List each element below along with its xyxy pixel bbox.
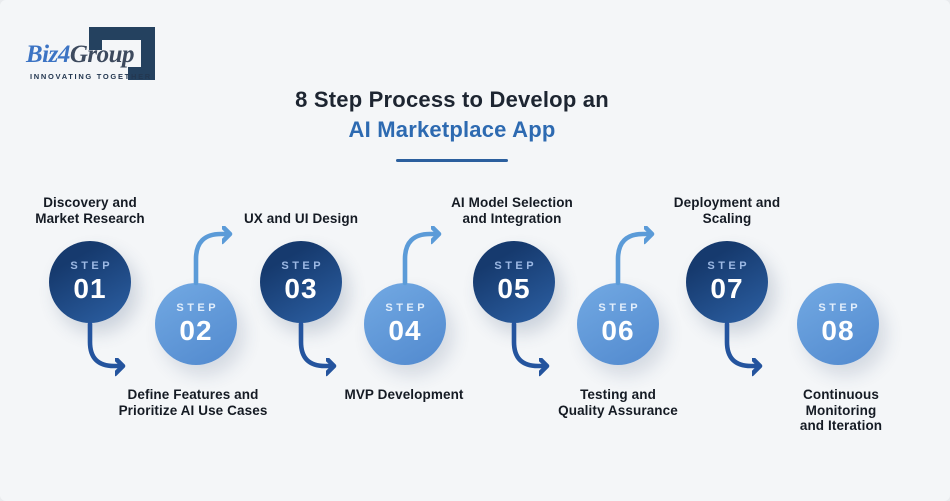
step-word: STEP — [281, 259, 325, 272]
step-word: STEP — [818, 301, 862, 314]
connector-arrow-down — [298, 321, 358, 377]
step-circle: STEP 03 — [260, 241, 342, 323]
title-line2: AI Marketplace App — [348, 117, 556, 142]
step-word: STEP — [176, 301, 220, 314]
step-label: UX and UI Design — [243, 210, 359, 226]
connector-arrow-up — [193, 224, 255, 286]
step-label: MVP Development — [344, 387, 464, 402]
step-label: Define Features and Prioritize AI Use Ca… — [118, 387, 268, 418]
step-circle: STEP 06 — [577, 283, 659, 365]
logo-wordmark-dark: Group — [69, 41, 135, 68]
step-label: Deployment and Scaling — [673, 195, 781, 226]
step-word: STEP — [494, 259, 538, 272]
step-word: STEP — [707, 259, 751, 272]
logo-tagline: INNOVATING TOGETHER — [30, 72, 152, 81]
connector-arrow-up — [402, 224, 464, 286]
connector-arrow-down — [724, 321, 784, 377]
step-circle: STEP 07 — [686, 241, 768, 323]
connector-arrow-up — [615, 224, 677, 286]
title-underline — [396, 159, 508, 162]
step-number: 02 — [179, 314, 213, 346]
step-number: 04 — [388, 314, 422, 346]
step-circle: STEP 05 — [473, 241, 555, 323]
step-label: Continuous Monitoring and Iteration — [799, 387, 883, 433]
logo-wordmark-blue: Biz4 — [26, 41, 70, 68]
step-number: 08 — [821, 314, 855, 346]
step-circle: STEP 02 — [155, 283, 237, 365]
step-word: STEP — [70, 259, 114, 272]
connector-arrow-down — [511, 321, 571, 377]
step-word: STEP — [598, 301, 642, 314]
step-number: 03 — [284, 272, 318, 304]
connector-arrow-down — [87, 321, 147, 377]
step-number: 05 — [497, 272, 531, 304]
step-number: 01 — [73, 272, 107, 304]
step-label: AI Model Selection and Integration — [451, 195, 573, 226]
step-number: 07 — [710, 272, 744, 304]
page-title: 8 Step Process to Develop an AI Marketpl… — [295, 85, 609, 145]
logo-bracket-icon — [89, 27, 155, 80]
logo-wordmark: Biz4Group — [26, 41, 135, 68]
biz4group-logo: Biz4Group INNOVATING TOGETHER — [20, 14, 170, 92]
step-word: STEP — [385, 301, 429, 314]
step-number: 06 — [601, 314, 635, 346]
step-circle: STEP 01 — [49, 241, 131, 323]
step-label: Discovery and Market Research — [35, 195, 145, 226]
step-circle: STEP 04 — [364, 283, 446, 365]
step-circle: STEP 08 — [797, 283, 879, 365]
step-label: Testing and Quality Assurance — [558, 387, 678, 418]
title-line1: 8 Step Process to Develop an — [295, 87, 609, 112]
